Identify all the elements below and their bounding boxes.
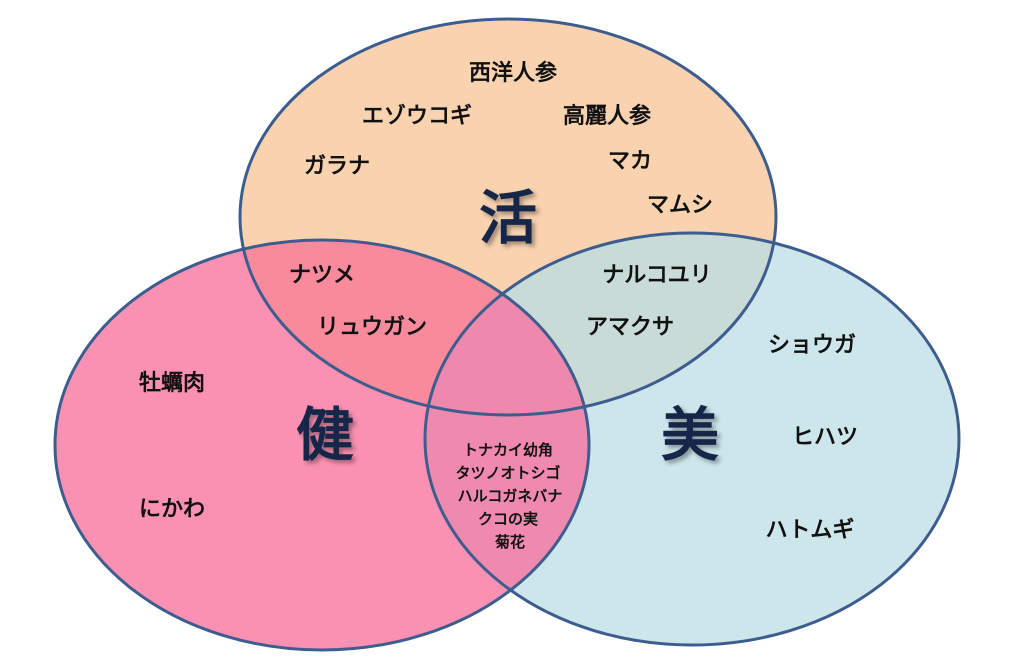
list-item: エゾウコギ	[362, 103, 472, 129]
list-item: 高麗人参	[563, 103, 651, 129]
list-item: クコの実	[478, 510, 538, 528]
list-item: アマクサ	[586, 315, 674, 340]
list-item: にかわ	[139, 497, 205, 522]
set-top-label: 活	[479, 184, 537, 252]
set-right-outline	[423, 231, 961, 647]
list-item: ショウガ	[768, 333, 856, 358]
list-item: 西洋人参	[469, 60, 557, 86]
list-item: ナツメ	[289, 263, 355, 288]
list-item: ナルコユリ	[602, 263, 712, 288]
list-item: マムシ	[647, 193, 713, 218]
set-top-outline	[238, 17, 778, 417]
list-item: トナカイ幼角	[463, 441, 553, 459]
overlap-top-right	[425, 233, 776, 415]
list-item: ガラナ	[304, 154, 370, 179]
set-left-outline	[53, 238, 591, 652]
list-item: 牡蠣肉	[139, 371, 205, 396]
set-right-label: 美	[661, 401, 719, 469]
set-left-label: 健	[296, 401, 354, 469]
list-item: マカ	[608, 149, 652, 174]
list-item: タツノオトシゴ	[455, 464, 560, 482]
list-item: ハルコガネバナ	[458, 487, 563, 505]
list-item: リュウガン	[317, 315, 427, 340]
list-item: 菊花	[495, 533, 525, 551]
list-item: ヒハツ	[792, 425, 858, 450]
list-item: ハトムギ	[766, 518, 855, 543]
